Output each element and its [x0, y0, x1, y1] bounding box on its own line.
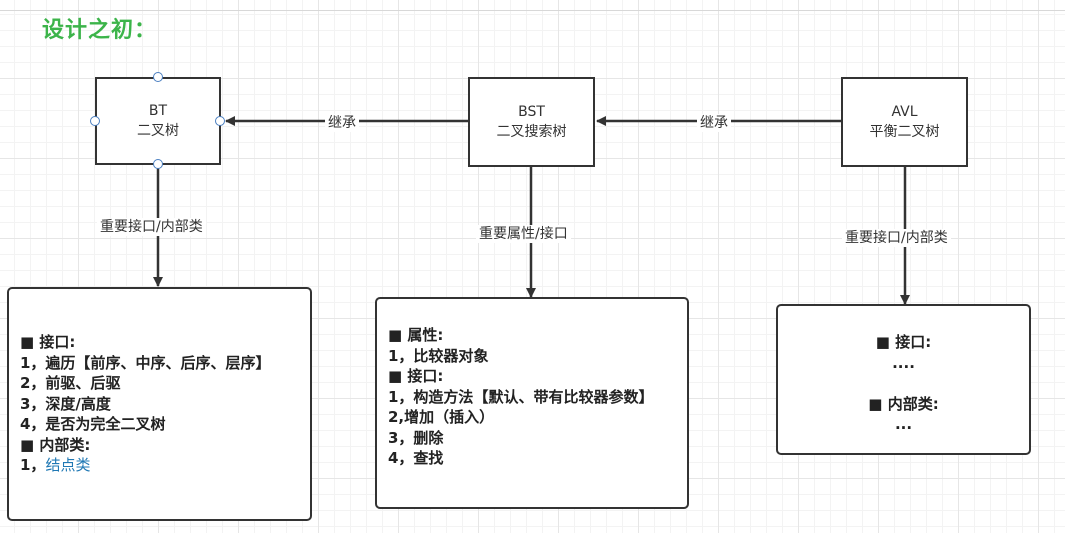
- edge-label-bst-down: 重要属性/接口: [476, 225, 571, 243]
- panel-bt-details[interactable]: ■ 接口: 1，遍历【前序、中序、后序、层序】 2，前驱、后驱 3，深度/高度 …: [7, 287, 312, 521]
- bt-line: 4，是否为完全二叉树: [20, 415, 166, 433]
- avl-line: ....: [892, 353, 915, 372]
- avl-line: ■ 内部类:: [868, 394, 939, 413]
- node-bst[interactable]: BST 二叉搜索树: [468, 77, 595, 167]
- bt-line: 1，遍历【前序、中序、后序、层序】: [20, 353, 271, 372]
- selection-handle-left[interactable]: [90, 116, 100, 126]
- selection-handle-right[interactable]: [215, 116, 225, 126]
- node-bt-name: BT: [148, 103, 168, 119]
- avl-line: ■ 接口:: [875, 333, 932, 351]
- selection-handle-bottom[interactable]: [153, 159, 163, 169]
- bst-line: 1，比较器对象: [388, 346, 489, 365]
- bst-line: 4，查找: [388, 449, 444, 467]
- panel-avl-details[interactable]: ■ 接口: .... ■ 内部类: ...: [776, 304, 1031, 455]
- top-divider: [0, 10, 1065, 11]
- bst-line: ■ 属性:: [388, 326, 444, 344]
- node-bt[interactable]: BT 二叉树: [95, 77, 221, 165]
- bt-line: 2，前驱、后驱: [20, 374, 121, 392]
- bst-line: 3，删除: [388, 428, 444, 447]
- bst-line: 1，构造方法【默认、带有比较器参数】: [388, 387, 654, 406]
- bt-last-prefix: 1，: [20, 456, 46, 474]
- avl-line: [778, 373, 1029, 394]
- bst-line: ■ 接口:: [388, 367, 444, 385]
- edge-label-avl-to-bst: 继承: [697, 114, 731, 132]
- node-class-link[interactable]: 结点类: [45, 456, 91, 474]
- bt-last-line: 1，结点类: [20, 455, 310, 476]
- node-bst-name: BST: [518, 104, 545, 120]
- edge-label-bst-to-bt: 继承: [325, 114, 359, 132]
- bt-line: ■ 接口:: [20, 333, 76, 351]
- node-bt-desc: 二叉树: [137, 123, 179, 139]
- avl-line: ...: [894, 415, 913, 433]
- page-title: 设计之初：: [42, 18, 158, 43]
- node-avl-desc: 平衡二叉树: [869, 124, 940, 140]
- bt-line: 3，深度/高度: [20, 394, 111, 413]
- bst-line: 2,增加（插入）: [388, 408, 495, 426]
- node-avl[interactable]: AVL 平衡二叉树: [841, 77, 968, 167]
- node-bst-desc: 二叉搜索树: [496, 124, 567, 140]
- panel-bst-details[interactable]: ■ 属性: 1，比较器对象 ■ 接口: 1，构造方法【默认、带有比较器参数】 2…: [375, 297, 689, 509]
- edge-label-bt-down: 重要接口/内部类: [97, 218, 206, 236]
- bt-line: ■ 内部类:: [20, 435, 91, 454]
- node-avl-name: AVL: [891, 104, 918, 120]
- edge-label-avl-down: 重要接口/内部类: [842, 229, 951, 247]
- selection-handle-top[interactable]: [153, 72, 163, 82]
